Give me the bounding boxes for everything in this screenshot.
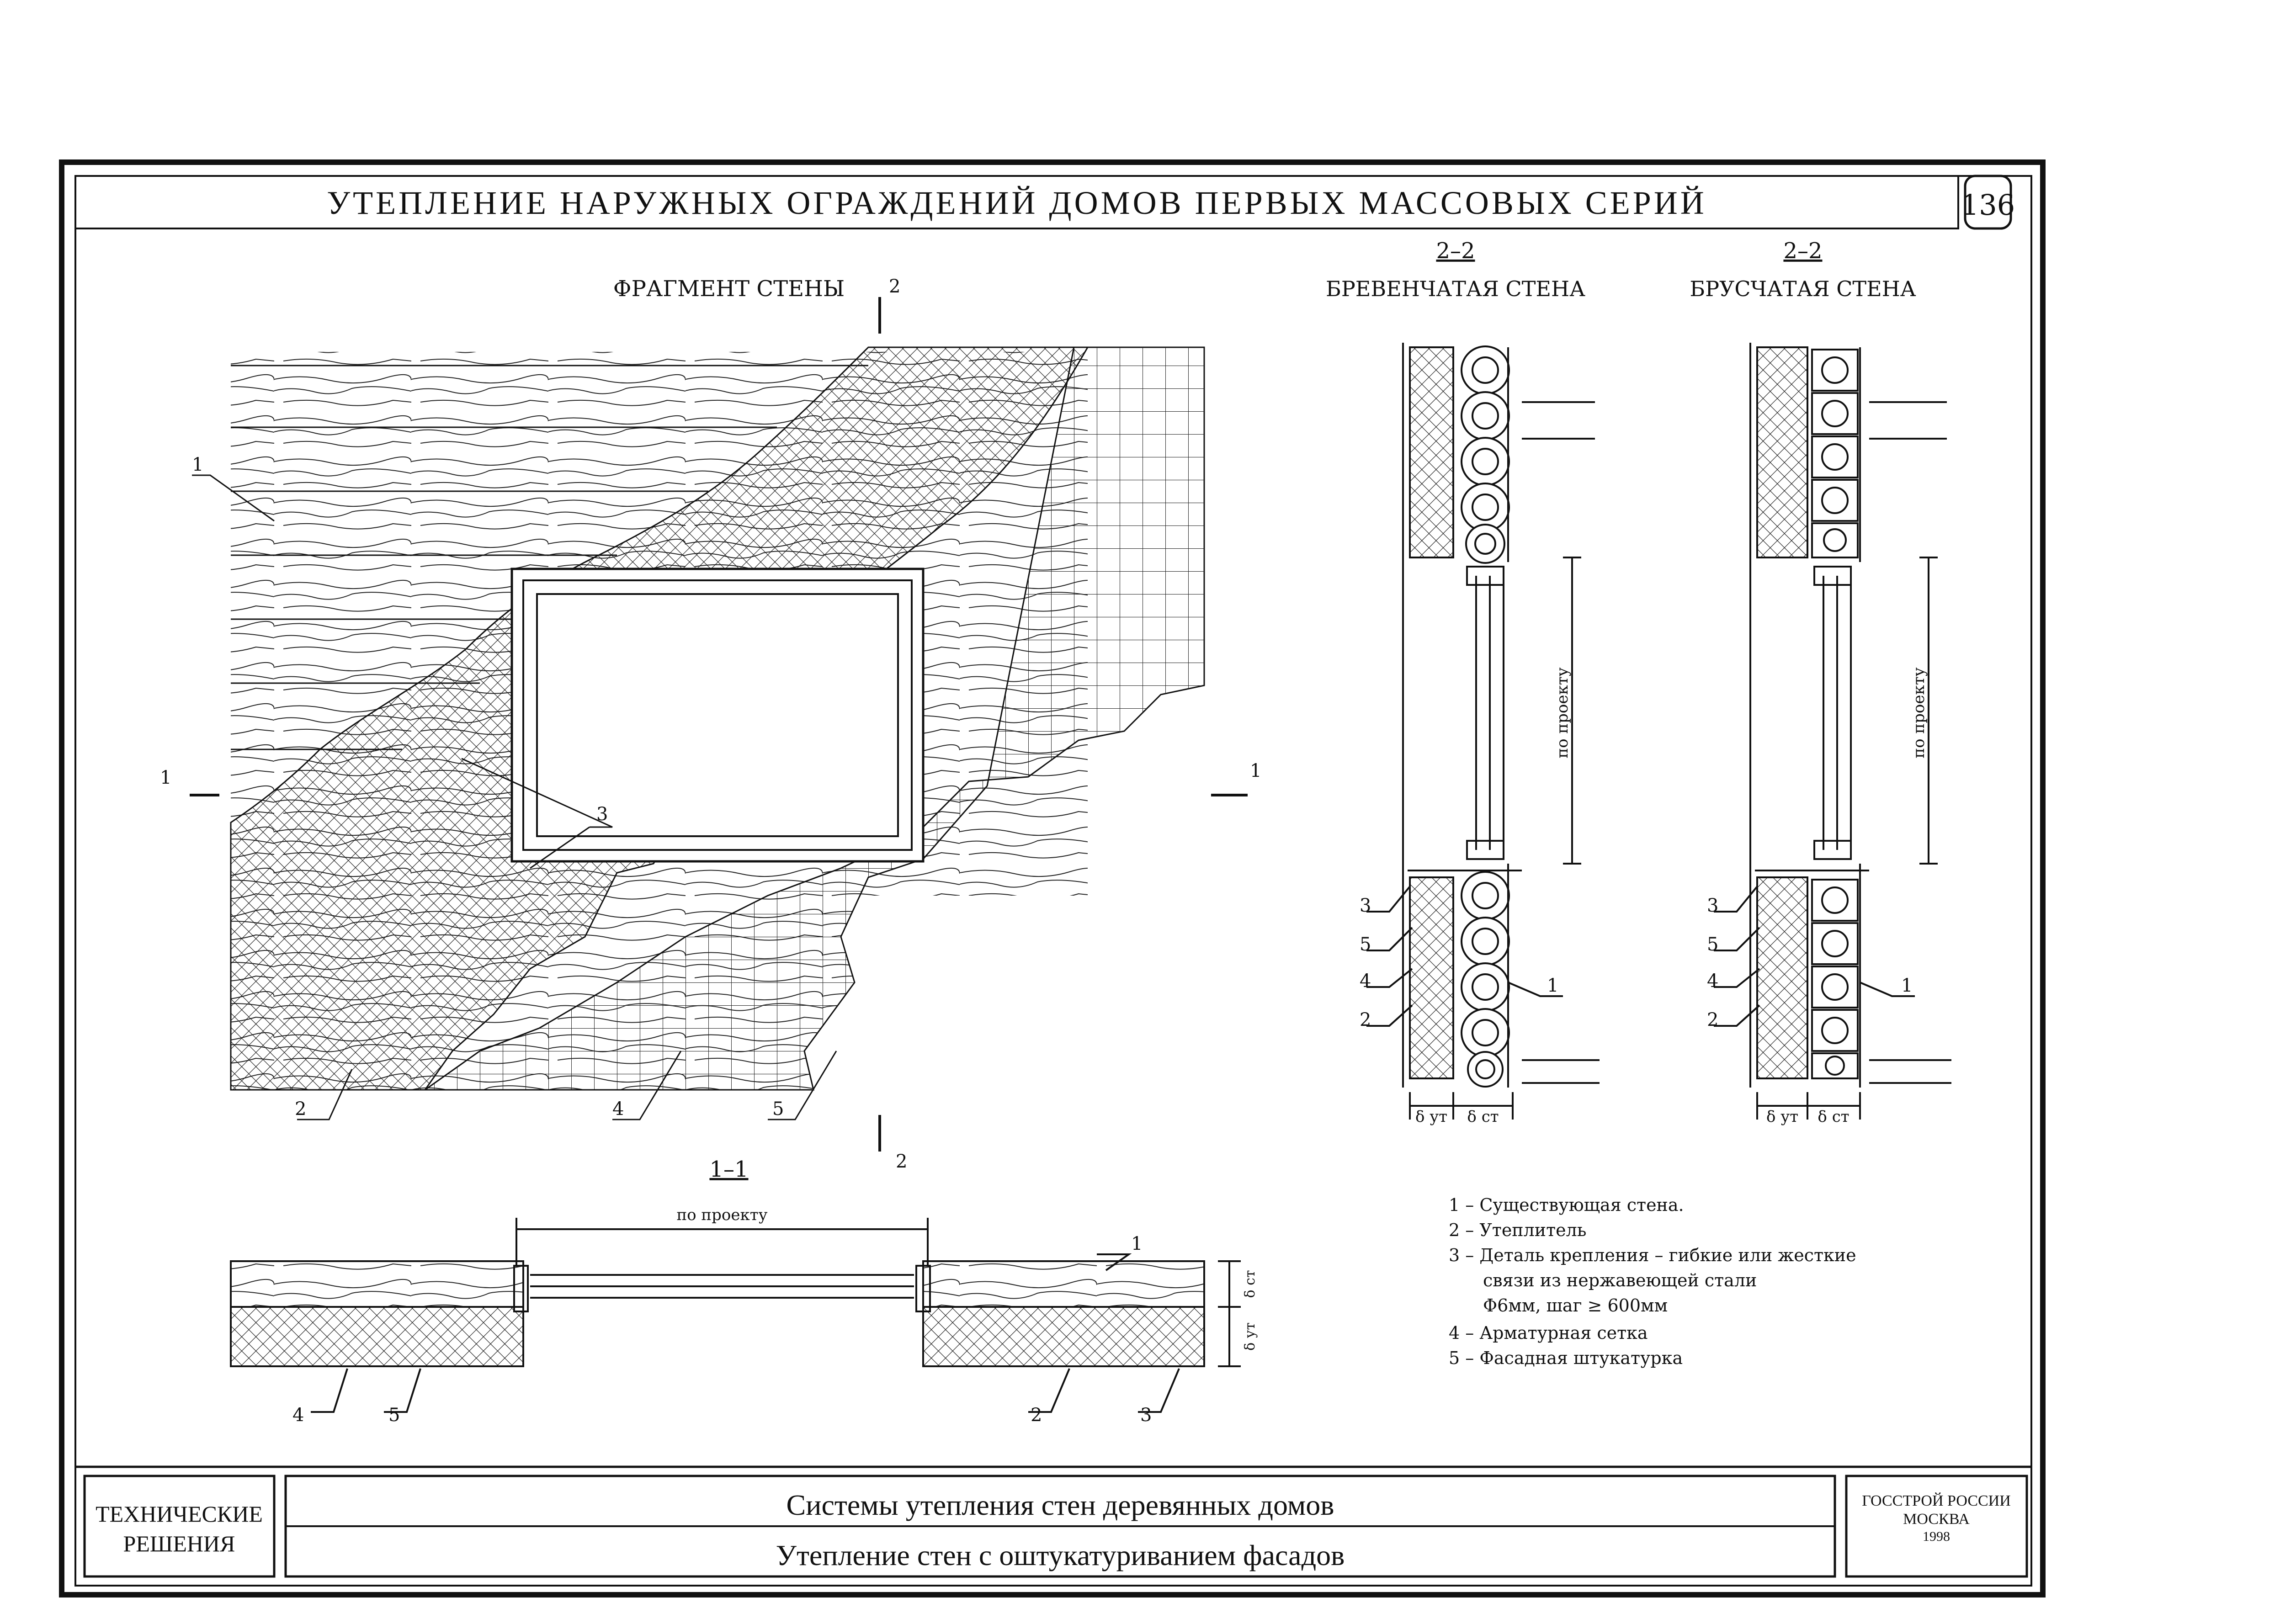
beam-section-title: БРУСЧАТАЯ СТЕНА [1690,276,1916,301]
legend-item-3-line3: Φ6мм, шаг ≥ 600мм [1483,1295,1668,1316]
legend-item-3-line2: связи из нержавеющей стали [1483,1270,1757,1290]
sheet-number-box [1964,175,2012,230]
section-mark-2-top: 2 [889,276,900,297]
log-callout-1: 1 [1547,975,1558,996]
category-line-2: РЕШЕНИЯ [123,1531,235,1556]
plan-d-st: δ ст [1242,1270,1258,1298]
legend-item-3: 3 – Деталь крепления – гибкие или жестки… [1449,1245,1856,1265]
plan-callout-5: 5 [388,1405,400,1426]
fragment-callout-3: 3 [596,804,608,825]
beam-callout-3: 3 [1707,895,1718,916]
log-section-number: 2–2 [1436,238,1475,264]
fragment-callout-5: 5 [772,1099,784,1120]
plan-d-ut: δ ут [1242,1322,1258,1351]
plan-callout-3: 3 [1140,1405,1152,1426]
log-d-ut: δ ут [1415,1108,1447,1126]
legend-item-2: 2 – Утеплитель [1449,1220,1586,1240]
beam-dim-label: по проекту [1910,667,1928,758]
log-callout-4: 4 [1360,971,1371,992]
section-mark-1-left: 1 [160,767,171,788]
legend: 1 – Существующая стена. 2 – Утеплитель 3… [1449,1195,1856,1368]
org-line-2: МОСКВА [1903,1511,1970,1528]
plan-section-drawing [230,1218,1241,1413]
fragment-callout-4: 4 [612,1099,624,1120]
section-mark-1-right: 1 [1250,760,1261,781]
beam-callout-5: 5 [1707,934,1718,955]
beam-callout-2: 2 [1707,1009,1718,1030]
project-name: Системы утепления стен деревянных домов [787,1489,1334,1521]
legend-item-1: 1 – Существующая стена. [1449,1195,1684,1215]
log-dim-label: по проекту [1553,667,1572,758]
title-block [75,1465,2031,1578]
log-callout-2: 2 [1360,1009,1371,1030]
header-box [74,175,1959,229]
header-title: УТЕПЛЕНИЕ НАРУЖНЫХ ОГРАЖДЕНИЙ ДОМОВ ПЕРВ… [327,185,1707,221]
legend-item-4: 4 – Арматурная сетка [1449,1323,1648,1343]
sheet-number: 136 [1961,188,2015,222]
legend-item-5: 5 – Фасадная штукатурка [1449,1348,1683,1368]
log-callout-3: 3 [1360,895,1371,916]
fragment-callout-2: 2 [295,1099,306,1120]
section-mark-2-bottom: 2 [896,1151,907,1172]
outer-frame [59,159,2046,1597]
category-line-1: ТЕХНИЧЕСКИЕ [96,1501,263,1527]
fragment-title: ФРАГМЕНТ СТЕНЫ [613,276,845,302]
beam-wall-section [1714,343,1951,1120]
plan-callout-2: 2 [1031,1405,1042,1426]
beam-callout-4: 4 [1707,971,1718,992]
fragment-callout-1: 1 [192,454,203,475]
wall-fragment-drawing [190,297,1248,1152]
plan-section-number: 1–1 [709,1157,748,1182]
beam-d-ut: δ ут [1766,1108,1798,1126]
plan-callout-1: 1 [1131,1233,1143,1254]
sheet-name: Утепление стен с оштукатуриванием фасадо… [776,1539,1345,1571]
log-section-title: БРЕВЕНЧАТАЯ СТЕНА [1326,276,1585,301]
plan-callout-4: 4 [292,1405,304,1426]
log-callout-5: 5 [1360,934,1371,955]
log-wall-section [1366,343,1600,1120]
plan-dim-label: по проекту [676,1206,767,1224]
beam-section-number: 2–2 [1783,238,1822,264]
log-d-st: δ ст [1467,1108,1499,1126]
org-line-1: ГОССТРОЙ РОССИИ [1862,1492,2011,1509]
org-line-3: 1998 [1923,1529,1950,1544]
beam-callout-1: 1 [1901,975,1913,996]
beam-d-st: δ ст [1818,1108,1849,1126]
